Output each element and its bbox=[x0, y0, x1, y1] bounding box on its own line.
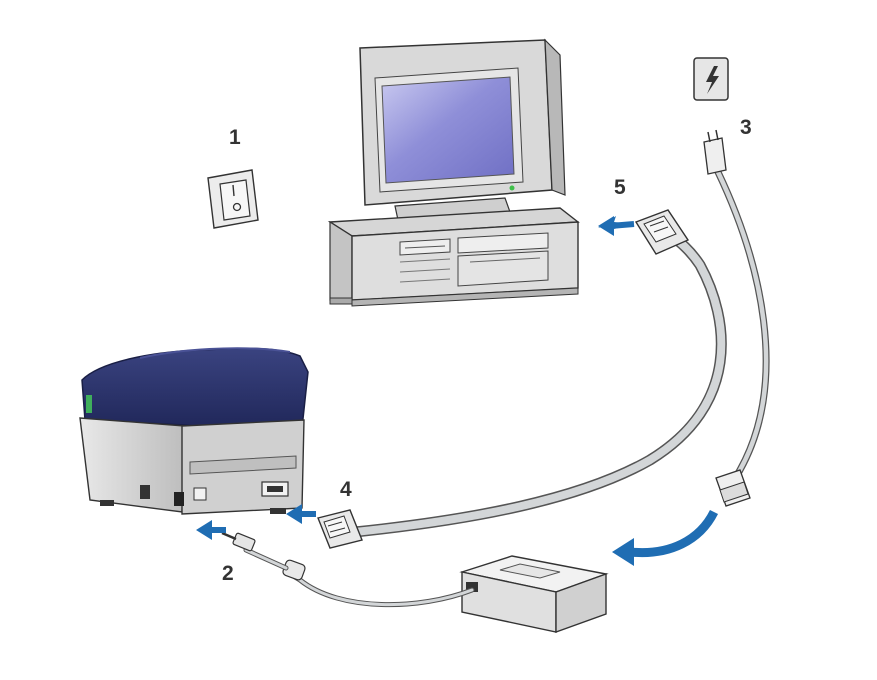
label-printer bbox=[79, 347, 309, 515]
arrow-to-dc-jack bbox=[196, 520, 226, 540]
power-adapter bbox=[459, 555, 609, 633]
printer-serial-connector bbox=[317, 509, 363, 549]
arrow-to-printer-serial bbox=[286, 504, 316, 524]
desktop-computer bbox=[327, 38, 580, 307]
dc-power-plug bbox=[221, 531, 289, 571]
computer-case bbox=[327, 207, 580, 307]
serial-cable bbox=[317, 209, 727, 549]
step-label-2: 2 bbox=[222, 562, 234, 585]
ac-plug bbox=[703, 129, 727, 175]
rocker-switch-icon bbox=[207, 169, 259, 229]
step-label-1: 1 bbox=[229, 126, 241, 149]
arrow-curved-to-adapter bbox=[612, 509, 719, 566]
step-label-4: 4 bbox=[340, 478, 352, 501]
arrow-to-pc-port bbox=[598, 216, 635, 236]
dc-power-jack bbox=[174, 492, 184, 506]
power-led-icon bbox=[509, 185, 515, 191]
monitor-screen bbox=[381, 76, 515, 184]
pc-serial-connector bbox=[634, 209, 690, 255]
dc-cable bbox=[221, 531, 475, 608]
ac-power-cord bbox=[703, 129, 770, 507]
step-label-5: 5 bbox=[614, 176, 626, 199]
step-label-3: 3 bbox=[740, 116, 752, 139]
iec-connector bbox=[715, 469, 751, 507]
lightning-bolt-icon bbox=[693, 57, 729, 101]
monitor bbox=[359, 38, 566, 221]
